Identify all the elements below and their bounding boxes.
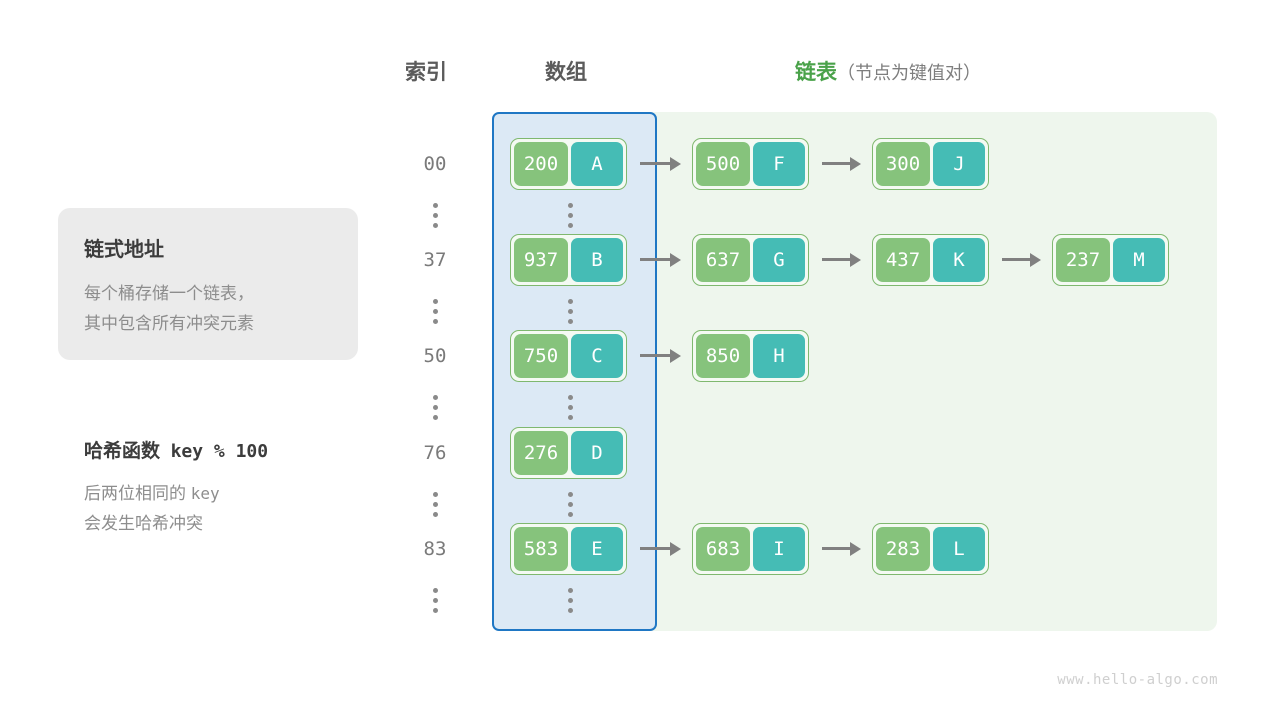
vertical-ellipsis (430, 203, 440, 228)
node-value: J (933, 142, 985, 186)
column-header-linked-list: 链表（节点为键值对） (795, 56, 981, 86)
vertical-ellipsis (565, 299, 575, 324)
node-key: 850 (696, 334, 750, 378)
chain-arrow (822, 253, 861, 267)
hash-function-expression: key % 100 (170, 441, 269, 462)
row-index-label: 37 (423, 249, 447, 271)
vertical-ellipsis (430, 299, 440, 324)
node-value: H (753, 334, 805, 378)
vertical-ellipsis (565, 492, 575, 517)
node-value: A (571, 142, 623, 186)
node-key: 437 (876, 238, 930, 282)
chain-arrow (640, 349, 681, 363)
vertical-ellipsis (430, 588, 440, 613)
hash-description-line-1-text: 后两位相同的 (84, 484, 186, 503)
hash-function-label: 哈希函数 (84, 441, 161, 462)
info-card-line-2: 其中包含所有冲突元素 (84, 314, 254, 333)
info-card-body: 每个桶存储一个链表， 其中包含所有冲突元素 (84, 279, 254, 339)
row-index-label: 50 (423, 345, 447, 367)
hash-description-line-2: 会发生哈希冲突 (84, 514, 203, 533)
node-value: K (933, 238, 985, 282)
node-key: 237 (1056, 238, 1110, 282)
node-key: 283 (876, 527, 930, 571)
node-key: 750 (514, 334, 568, 378)
node-key: 683 (696, 527, 750, 571)
node-key: 583 (514, 527, 568, 571)
chain-arrow (640, 157, 681, 171)
chain-arrow (640, 542, 681, 556)
column-header-linked-list-sub: （节点为键值对） (837, 63, 981, 83)
hash-description-line-1-code: key (190, 484, 220, 503)
vertical-ellipsis (565, 588, 575, 613)
row-index-label: 76 (423, 442, 447, 464)
vertical-ellipsis (565, 395, 575, 420)
chain-arrow (822, 542, 861, 556)
node-value: G (753, 238, 805, 282)
chain-arrow (822, 157, 861, 171)
node-value: C (571, 334, 623, 378)
node-value: B (571, 238, 623, 282)
node-key: 276 (514, 431, 568, 475)
node-key: 937 (514, 238, 568, 282)
node-value: E (571, 527, 623, 571)
info-card-title: 链式地址 (84, 239, 164, 261)
node-key: 500 (696, 142, 750, 186)
chain-arrow (640, 253, 681, 267)
watermark: www.hello-algo.com (1057, 672, 1218, 688)
hash-function-description: 后两位相同的 key 会发生哈希冲突 (84, 479, 220, 539)
node-value: I (753, 527, 805, 571)
hash-function-title: 哈希函数 key % 100 (84, 436, 268, 463)
node-value: D (571, 431, 623, 475)
column-header-linked-list-main: 链表 (795, 61, 837, 84)
node-key: 300 (876, 142, 930, 186)
column-header-array: 数组 (545, 61, 587, 84)
node-value: L (933, 527, 985, 571)
vertical-ellipsis (430, 395, 440, 420)
info-card (58, 208, 358, 360)
info-card-line-1: 每个桶存储一个链表， (84, 284, 254, 303)
node-value: F (753, 142, 805, 186)
node-key: 200 (514, 142, 568, 186)
vertical-ellipsis (430, 492, 440, 517)
chain-arrow (1002, 253, 1041, 267)
column-header-index: 索引 (405, 61, 447, 84)
node-key: 637 (696, 238, 750, 282)
node-value: M (1113, 238, 1165, 282)
row-index-label: 83 (423, 538, 447, 560)
hash-description-line-1: 后两位相同的 key (84, 479, 220, 509)
vertical-ellipsis (565, 203, 575, 228)
row-index-label: 00 (423, 153, 447, 175)
